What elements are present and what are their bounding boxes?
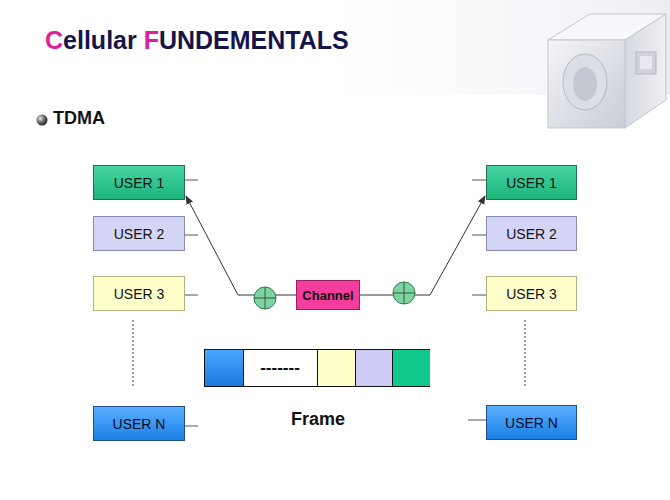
frame-strip: -------	[204, 349, 430, 387]
title-space	[137, 26, 144, 54]
user-box: USER 1	[486, 165, 577, 200]
box-label: USER N	[505, 415, 558, 431]
frame-label: Frame	[291, 409, 345, 430]
ellipsis-dotted-lines	[133, 320, 525, 388]
slide-title: Cellular FUNDEMENTALS	[45, 26, 349, 55]
box-label: Channel	[302, 288, 353, 303]
box-label: USER 3	[506, 286, 557, 302]
title-initial: F	[144, 26, 159, 54]
user-stub-lines	[185, 180, 486, 426]
time-slot	[205, 350, 244, 387]
user-box: USER 2	[93, 216, 185, 251]
signal-arrow	[360, 196, 485, 295]
omitted-slots: -------	[243, 349, 317, 387]
box-label: USER 1	[506, 175, 557, 191]
box-label: USER 2	[506, 226, 557, 242]
user-box: USER 3	[93, 276, 185, 311]
splitter-symbol	[393, 282, 415, 304]
frame-slots	[204, 349, 430, 387]
cube-icon	[548, 14, 666, 128]
box-label: USER N	[113, 416, 166, 432]
time-slot	[356, 350, 393, 387]
title-initial: C	[45, 26, 63, 54]
time-slot	[318, 350, 356, 387]
box-label: USER 1	[114, 175, 165, 191]
box-label: USER 3	[114, 286, 165, 302]
time-slot	[393, 350, 431, 387]
user-box: USER N	[486, 405, 577, 440]
user-box: USER 1	[93, 165, 185, 200]
combiner-symbol	[254, 287, 276, 309]
user-box: USER 2	[486, 216, 577, 251]
box-label: USER 2	[114, 226, 165, 242]
signal-arrow	[186, 196, 296, 295]
channel-box: Channel	[296, 280, 360, 310]
section-heading: TDMA	[53, 108, 105, 129]
user-box: USER N	[93, 406, 185, 441]
user-box: USER 3	[486, 276, 577, 311]
time-slot	[244, 350, 318, 387]
title-rest: ellular	[63, 26, 137, 54]
title-rest: UNDEMENTALS	[159, 26, 349, 54]
bullet-point	[37, 115, 48, 126]
